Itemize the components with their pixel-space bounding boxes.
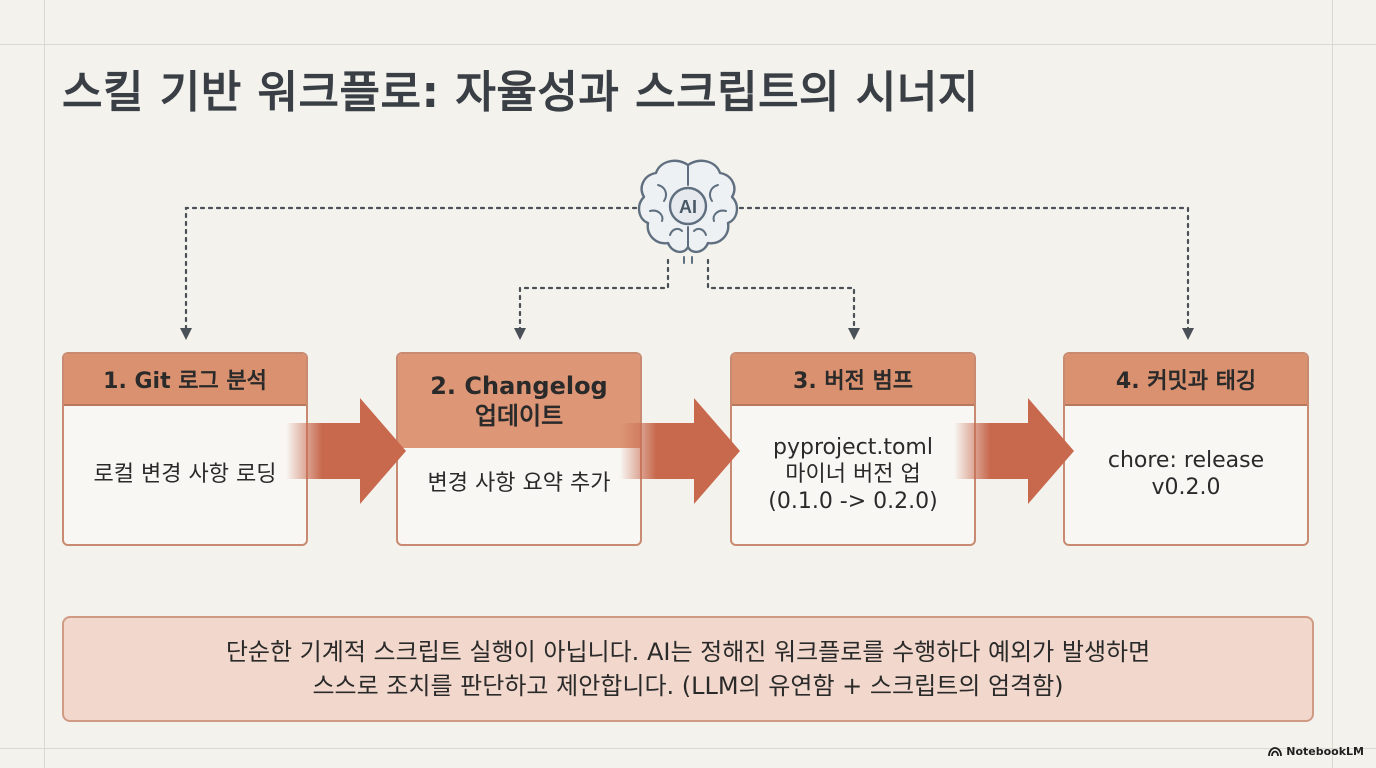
flow-arrow-1-2 xyxy=(286,398,406,504)
connector-step-1 xyxy=(180,206,638,340)
flow-arrow-2-3 xyxy=(620,398,740,504)
summary-note: 단순한 기계적 스크립트 실행이 아닙니다. AI는 정해진 워크플로를 수행하… xyxy=(62,616,1314,722)
step-card-1: 1. Git 로그 분석 로컬 변경 사항 로딩 xyxy=(62,352,308,546)
connector-step-4 xyxy=(738,206,1194,340)
brand-watermark: NotebookLM xyxy=(1268,745,1364,758)
summary-note-line: 스스로 조치를 판단하고 제안합니다. (LLM의 유연함 + 스크립트의 엄격… xyxy=(312,672,1064,700)
connector-step-2 xyxy=(514,258,670,340)
page-title: 스킬 기반 워크플로: 자율성과 스크립트의 시너지 xyxy=(62,67,979,118)
frame-line xyxy=(0,44,1376,45)
step-2-body-line: 변경 사항 요약 추가 xyxy=(427,471,611,496)
ai-brain-icon: AI xyxy=(637,159,739,264)
step-card-2: 2. Changelog 업데이트 변경 사항 요약 추가 xyxy=(396,352,642,546)
step-1-body-line: 로컬 변경 사항 로딩 xyxy=(93,461,277,487)
step-1-body: 로컬 변경 사항 로딩 xyxy=(64,404,306,544)
step-card-4: 4. 커밋과 태깅 chore: release v0.2.0 xyxy=(1063,352,1309,546)
step-3-body-line: pyproject.toml xyxy=(773,434,933,460)
step-4-body-line: v0.2.0 xyxy=(1151,475,1221,500)
frame-line xyxy=(0,748,1376,749)
notebooklm-logo-icon xyxy=(1268,746,1283,756)
step-2-header-line: 업데이트 xyxy=(474,402,564,430)
step-2-header: 2. Changelog 업데이트 xyxy=(398,354,640,448)
connector-step-3 xyxy=(706,258,860,340)
step-3-body-line: (0.1.0 -> 0.2.0) xyxy=(768,488,938,514)
frame-line xyxy=(1332,0,1333,768)
step-1-header: 1. Git 로그 분석 xyxy=(64,354,306,406)
brand-name: NotebookLM xyxy=(1286,745,1364,758)
step-3-header: 3. 버전 범프 xyxy=(732,354,974,406)
step-4-body-line: chore: release xyxy=(1107,448,1265,473)
flow-arrow-3-4 xyxy=(954,398,1074,504)
step-2-header-line: 2. Changelog xyxy=(430,372,608,400)
step-4-body: chore: release v0.2.0 xyxy=(1065,404,1307,544)
step-4-header: 4. 커밋과 태깅 xyxy=(1065,354,1307,406)
step-3-body: pyproject.toml 마이너 버전 업 (0.1.0 -> 0.2.0) xyxy=(732,404,974,544)
ai-label: AI xyxy=(679,197,697,217)
step-3-body-line: 마이너 버전 업 xyxy=(785,461,921,487)
step-card-3: 3. 버전 범프 pyproject.toml 마이너 버전 업 (0.1.0 … xyxy=(730,352,976,546)
summary-note-line: 단순한 기계적 스크립트 실행이 아닙니다. AI는 정해진 워크플로를 수행하… xyxy=(225,638,1151,666)
step-2-body: 변경 사항 요약 추가 xyxy=(398,448,640,544)
frame-line xyxy=(44,0,45,768)
